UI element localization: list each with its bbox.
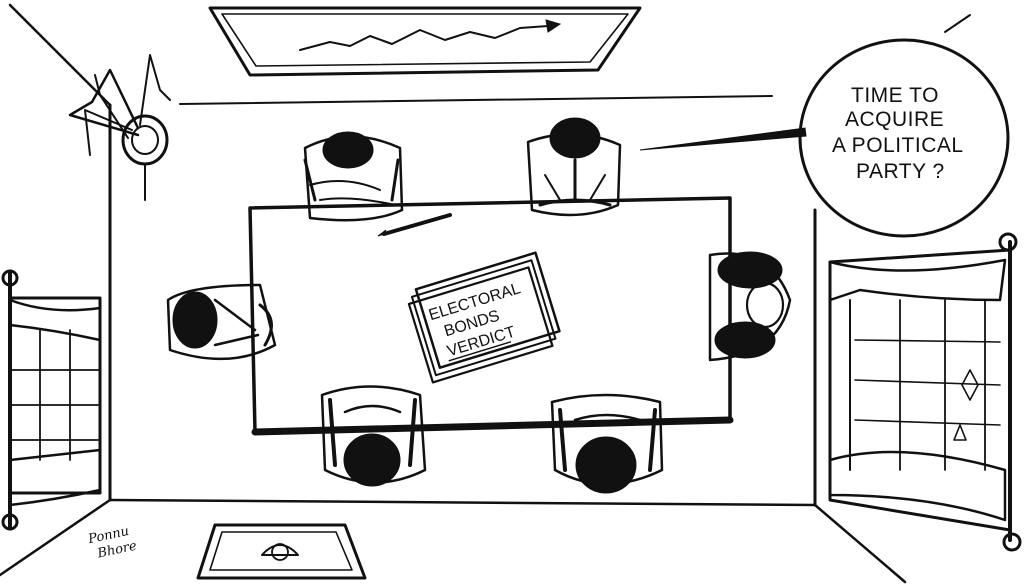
person-bottom-right <box>550 393 664 494</box>
room-walls <box>0 3 971 584</box>
speech-line-2: ACQUIRE <box>845 108 944 131</box>
speech-line-4: PARTY ? <box>856 160 945 183</box>
person-top-left <box>303 131 404 222</box>
floor-mat <box>196 523 367 580</box>
pen-icon <box>377 213 452 237</box>
speech-line-1: TIME TO <box>851 84 939 107</box>
left-window <box>1 269 102 531</box>
wall-chart-frame <box>208 6 642 77</box>
artist-signature: Ponnu Bhore <box>86 524 138 562</box>
right-window <box>828 232 1022 552</box>
ceiling-lamp <box>68 54 171 201</box>
person-top-right <box>526 117 622 217</box>
newspaper: ELECTORAL BONDS VERDICT <box>407 251 561 384</box>
rising-trend-line <box>299 25 549 51</box>
trend-arrow-icon <box>545 19 562 33</box>
person-bottom-left <box>320 385 427 487</box>
person-left <box>166 283 277 361</box>
speech-bubble: TIME TO ACQUIRE A POLITICAL PARTY ? <box>639 38 1010 238</box>
speech-line-3: A POLITICAL <box>832 134 964 157</box>
person-right <box>708 251 792 362</box>
